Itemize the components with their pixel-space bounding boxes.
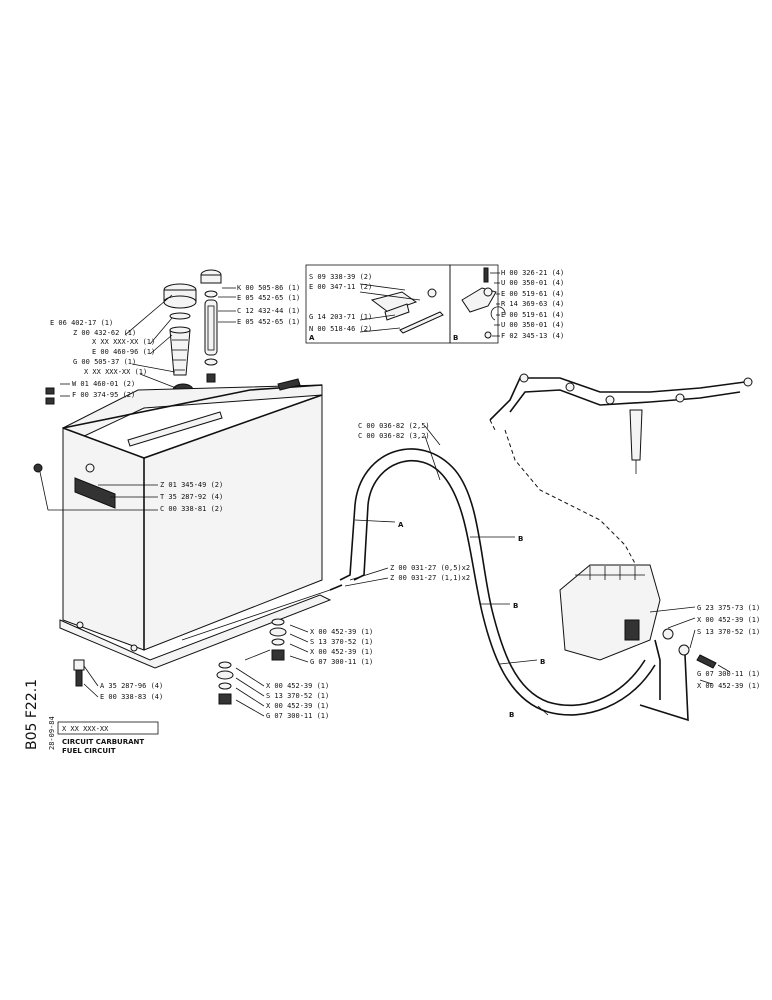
detail-a-letter: A bbox=[309, 334, 315, 342]
detail-b-label: U 00 350-01 (4) bbox=[501, 279, 564, 287]
title-block: B05 F22.1 28-09-84 X XX XXX-XX CIRCUIT C… bbox=[24, 679, 159, 755]
fuel-tank bbox=[33, 378, 332, 687]
injection-pump: G 23 375-73 (1) X 00 452-39 (1) S 13 370… bbox=[489, 373, 760, 722]
tank-left-label: Z 00 432-62 (1) bbox=[73, 329, 136, 337]
hose-marker: B bbox=[513, 602, 518, 610]
tank-base-labels: A 35 287-96 (4) E 00 338-83 (4) bbox=[83, 665, 163, 701]
filler-label: K 00 505-86 (1) bbox=[237, 284, 300, 292]
low-fitting-label: G 07 300-11 (1) bbox=[266, 712, 329, 720]
sheet-date: 28-09-84 bbox=[48, 716, 56, 750]
tank-right-label: Z 01 345-49 (2) bbox=[160, 481, 223, 489]
fuel-hose: A B B B B C 00 036-82 (2,5) C 00 036-82 … bbox=[329, 422, 656, 719]
mid-fitting-label: G 07 300-11 (1) bbox=[310, 658, 373, 666]
detail-a-label: S 09 338-39 (2) bbox=[309, 273, 372, 281]
hose-label: Z 00 031-27 (0,5)x2 bbox=[390, 564, 470, 572]
tank-right-label: T 35 287-92 (4) bbox=[160, 493, 223, 501]
sheet-title-fr: CIRCUIT CARBURANT bbox=[62, 738, 144, 746]
tank-left-label: E 00 460-96 (1) bbox=[92, 348, 155, 356]
filler-label: E 05 452-65 (1) bbox=[237, 318, 300, 326]
mid-fitting-label: X 00 452-39 (1) bbox=[310, 648, 373, 656]
tank-left-label: F 00 374-95 (2) bbox=[72, 391, 135, 399]
hose-marker: B bbox=[540, 658, 545, 666]
tank-left-label: E 06 402-17 (1) bbox=[50, 319, 113, 327]
filler-label: C 12 432-44 (1) bbox=[237, 307, 300, 315]
sheet-title-en: FUEL CIRCUIT bbox=[62, 747, 116, 755]
pump-label: X 00 452-39 (1) bbox=[697, 682, 760, 690]
sheet-part-number: X XX XXX-XX bbox=[62, 725, 109, 733]
detail-box: A B S 09 338-39 (2) E 00 347-11 (2) G 14… bbox=[305, 264, 564, 344]
detail-b-label: E 00 519-61 (4) bbox=[501, 311, 564, 319]
hose-clamp-marks bbox=[354, 519, 549, 716]
hose-marker: A bbox=[398, 521, 404, 529]
mid-fittings: X 00 452-39 (1) S 13 370-52 (1) X 00 452… bbox=[244, 618, 373, 666]
mid-fitting-label: X 00 452-39 (1) bbox=[310, 628, 373, 636]
hose-marker: B bbox=[509, 711, 514, 719]
detail-b-label: R 14 369-63 (4) bbox=[501, 300, 564, 308]
detail-b-letter: B bbox=[453, 334, 458, 342]
pump-label: X 00 452-39 (1) bbox=[697, 616, 760, 624]
detail-b-label: U 00 350-01 (4) bbox=[501, 321, 564, 329]
low-fitting-label: X 00 452-39 (1) bbox=[266, 702, 329, 710]
mid-fitting-label: S 13 370-52 (1) bbox=[310, 638, 373, 646]
detail-a-label: N 00 518-46 (2) bbox=[309, 325, 372, 333]
hose-label: C 00 036-82 (3,2) bbox=[358, 432, 430, 440]
tank-left-label: W 01 460-01 (2) bbox=[72, 380, 135, 388]
pump-label: G 07 300-11 (1) bbox=[697, 670, 760, 678]
sheet-code: B05 F22.1 bbox=[24, 679, 40, 750]
pump-label: G 23 375-73 (1) bbox=[697, 604, 760, 612]
low-fitting-label: S 13 370-52 (1) bbox=[266, 692, 329, 700]
detail-a-label: G 14 203-71 (1) bbox=[309, 313, 372, 321]
filler-neck-assembly: K 00 505-86 (1) E 05 452-65 (1) C 12 432… bbox=[163, 269, 300, 397]
hose-label: Z 00 031-27 (1,1)x2 bbox=[390, 574, 470, 582]
detail-a-label: E 00 347-11 (2) bbox=[309, 283, 372, 291]
tank-left-label: X XX XXX-XX (1) bbox=[84, 368, 147, 376]
tank-left-label: X XX XXX-XX (1) bbox=[92, 338, 155, 346]
low-fitting-label: X 00 452-39 (1) bbox=[266, 682, 329, 690]
tank-base-label: E 00 338-83 (4) bbox=[100, 693, 163, 701]
pump-label: S 13 370-52 (1) bbox=[697, 628, 760, 636]
clamp-a-part bbox=[359, 283, 444, 334]
hose-marker: B bbox=[518, 535, 523, 543]
low-fittings: X 00 452-39 (1) S 13 370-52 (1) X 00 452… bbox=[216, 661, 329, 720]
hose-label: C 00 036-82 (2,5) bbox=[358, 422, 430, 430]
clamp-b-part bbox=[461, 267, 506, 339]
tank-left-labels: E 06 402-17 (1) Z 00 432-62 (1) X XX XXX… bbox=[50, 294, 177, 399]
tank-base-label: A 35 287-96 (4) bbox=[100, 682, 163, 690]
filler-label: E 05 452-65 (1) bbox=[237, 294, 300, 302]
detail-b-label: E 00 519-61 (4) bbox=[501, 290, 564, 298]
tank-right-label: C 00 338-81 (2) bbox=[160, 505, 223, 513]
tank-right-labels: Z 01 345-49 (2) T 35 287-92 (4) C 00 338… bbox=[39, 471, 223, 513]
tank-left-label: G 00 505-37 (1) bbox=[73, 358, 136, 366]
detail-b-label: F 02 345-13 (4) bbox=[501, 332, 564, 340]
detail-b-label: H 00 326-21 (4) bbox=[501, 269, 564, 277]
